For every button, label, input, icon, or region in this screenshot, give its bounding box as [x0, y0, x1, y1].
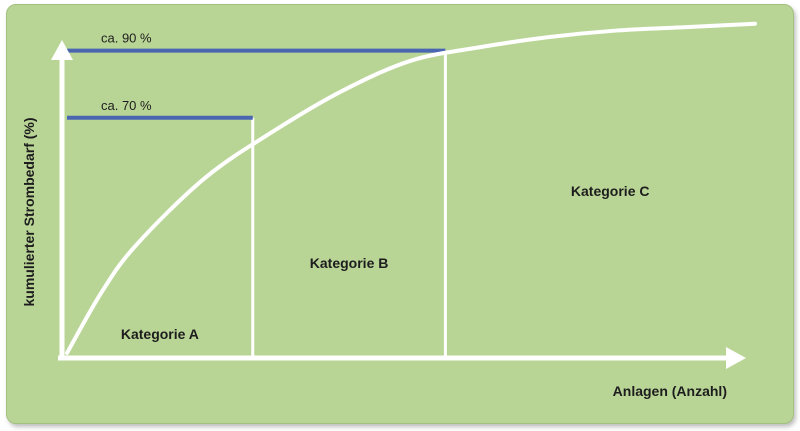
- category-label-3: Kategorie C: [571, 183, 650, 199]
- y-axis-arrow-icon: [51, 40, 73, 60]
- x-axis-label: Anlagen (Anzahl): [613, 383, 727, 399]
- category-label-2: Kategorie B: [310, 255, 389, 271]
- x-axis-arrow-icon: [726, 347, 746, 369]
- reference-label-1: ca. 70 %: [101, 98, 152, 113]
- y-axis-label: kumulierter Strombedarf (%): [21, 117, 37, 306]
- cumulative-demand-curve: [65, 21, 757, 355]
- chart-panel: [6, 4, 794, 424]
- category-label-1: Kategorie A: [121, 326, 199, 342]
- reference-label-2: ca. 90 %: [101, 31, 152, 46]
